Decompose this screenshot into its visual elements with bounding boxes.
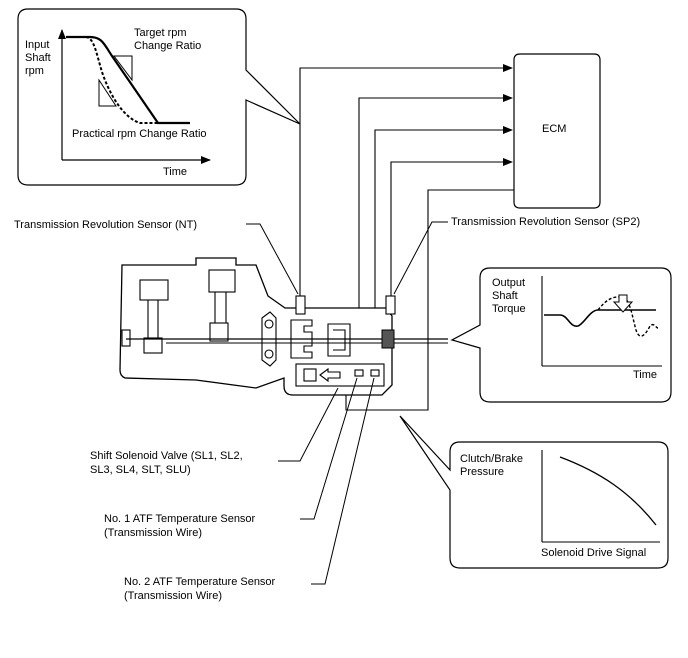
output-gear <box>381 329 395 349</box>
practical-rpm-label: Practical rpm Change Ratio <box>72 128 207 140</box>
torque-reduction-arrow <box>612 294 634 313</box>
nt-sensor-wire <box>299 64 513 296</box>
solenoid-valve <box>303 368 317 382</box>
callout-leaders <box>246 221 448 585</box>
target-ratio-triangle <box>113 55 133 82</box>
planetary-gears <box>121 269 236 354</box>
ecm-label: ECM <box>542 123 566 135</box>
atf2-label: No. 2 ATF Temperature Sensor(Transmissio… <box>124 576 276 602</box>
pressure-x-label: Solenoid Drive Signal <box>541 547 646 559</box>
clutch-packs <box>261 311 351 367</box>
ecm-unit: ECM <box>513 53 601 209</box>
transmission-assembly <box>119 257 448 396</box>
torque-x-label: Time <box>633 369 657 381</box>
practical-ratio-triangle <box>98 78 117 107</box>
ecm-wiring <box>299 64 514 411</box>
atf2-sensor <box>370 369 380 377</box>
valve-body <box>295 363 385 387</box>
atf1-sensor-wire <box>358 94 513 371</box>
sp2-sensor-wire <box>390 158 513 296</box>
torque-practical-curve <box>597 296 659 337</box>
nt-sensor <box>295 295 306 315</box>
atf1-sensor <box>354 369 364 377</box>
rpm-x-label: Time <box>163 166 187 178</box>
atf1-label: No. 1 ATF Temperature Sensor(Transmissio… <box>104 513 256 539</box>
torque-target-curve <box>544 309 656 327</box>
target-rpm-curve <box>66 35 190 125</box>
atf2-sensor-wire <box>374 126 513 371</box>
solenoid-drive-wire <box>342 189 514 411</box>
sp2-sensor <box>385 295 396 315</box>
nt-sensor-label: Transmission Revolution Sensor (NT) <box>14 219 197 231</box>
pressure-callout-bubble <box>399 415 669 569</box>
pressure-curve <box>559 456 657 526</box>
sp2-sensor-label: Transmission Revolution Sensor (SP2) <box>451 216 640 228</box>
transmission-housing <box>119 257 393 396</box>
ecm-box <box>513 53 601 209</box>
solenoid-label: Shift Solenoid Valve (SL1, SL2,SL3, SL4,… <box>90 450 243 476</box>
rpm-callout-bubble <box>17 8 301 186</box>
practical-rpm-curve <box>66 36 190 124</box>
